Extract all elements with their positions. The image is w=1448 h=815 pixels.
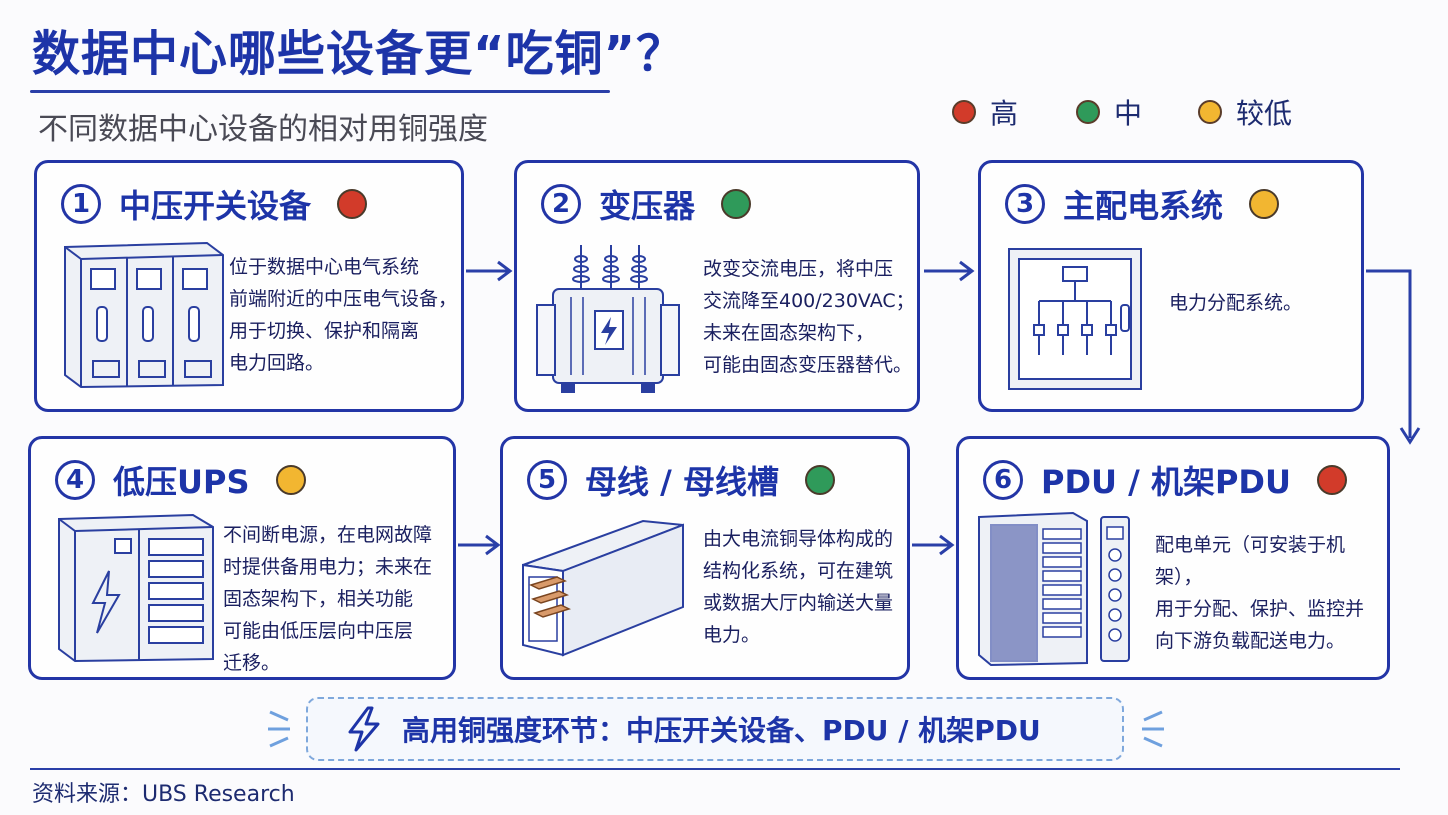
legend-dot-medium bbox=[1076, 100, 1100, 124]
footer-divider bbox=[30, 768, 1400, 770]
summary-text: 高用铜强度环节：中压开关设备、PDU / 机架PDU bbox=[402, 714, 1041, 747]
card-low-voltage-ups: 4 低压UPS 不间断电源，在电网故障 时提供备用电力；未来在 固态架构下，相关… bbox=[28, 436, 456, 680]
page-title: 数据中心哪些设备更“吃铜”？ bbox=[32, 26, 686, 82]
step-number: 6 bbox=[983, 460, 1023, 500]
legend-item-medium: 中 bbox=[1076, 96, 1142, 130]
transformer-icon bbox=[536, 245, 680, 393]
copper-level-dot bbox=[721, 189, 752, 219]
card-title: PDU / 机架PDU bbox=[1041, 463, 1291, 501]
step-number: 5 bbox=[527, 460, 567, 500]
page-subtitle: 不同数据中心设备的相对用铜强度 bbox=[38, 112, 488, 147]
card-description: 电力分配系统。 bbox=[1169, 292, 1303, 314]
step-number: 2 bbox=[541, 184, 581, 224]
emphasis-marks-right bbox=[1142, 710, 1164, 748]
copper-level-dot bbox=[337, 189, 368, 219]
card-transformer: 2 变压器 改变交流电压，将中压 交流降至400/230VAC； 未来在固态架构… bbox=[514, 160, 920, 412]
card-description: 不间断电源，在电网故障 时提供备用电力；未来在 固态架构下，相关功能 可能由低压… bbox=[223, 524, 433, 674]
card-main-distribution: 3 主配电系统 电力分配系统。 bbox=[978, 160, 1364, 412]
card-pdu: 6 PDU / 机架PDU 配电单元（可安装于机架）， 用于分配、保护、监控并 … bbox=[956, 436, 1390, 680]
step-number: 1 bbox=[61, 184, 101, 224]
source-note: 资料来源：UBS Research bbox=[32, 782, 295, 807]
copper-level-dot bbox=[1316, 465, 1347, 495]
lightning-bolt-icon bbox=[348, 706, 380, 752]
legend-label-high: 高 bbox=[990, 97, 1019, 130]
copper-level-dot bbox=[1249, 189, 1280, 219]
summary-box: 高用铜强度环节：中压开关设备、PDU / 机架PDU bbox=[306, 697, 1124, 761]
card-title: 中压开关设备 bbox=[119, 187, 312, 225]
flow-arrow-1-2 bbox=[466, 260, 513, 282]
card-title: 变压器 bbox=[599, 187, 696, 225]
step-number: 4 bbox=[55, 460, 95, 500]
step-number: 3 bbox=[1005, 184, 1045, 224]
copper-level-dot bbox=[804, 465, 835, 495]
ups-icon bbox=[58, 513, 214, 663]
busbar-trunking-icon bbox=[522, 519, 684, 657]
card-title: 母线 / 母线槽 bbox=[585, 463, 779, 501]
card-title: 低压UPS bbox=[113, 463, 250, 501]
emphasis-marks-left bbox=[268, 710, 290, 748]
legend-label-medium: 中 bbox=[1114, 97, 1143, 130]
switchgear-icon bbox=[64, 241, 224, 389]
pdu-rack-icon bbox=[978, 511, 1130, 667]
legend-dot-high bbox=[952, 100, 976, 124]
card-title: 主配电系统 bbox=[1063, 187, 1224, 225]
card-medium-voltage-switchgear: 1 中压开关设备 位于数据中心电气系统 前端附近的中压电气设备， 用于切换、保护… bbox=[34, 160, 464, 412]
flow-arrow-5-6 bbox=[912, 534, 955, 556]
card-description: 由大电流铜导体构成的 结构化系统，可在建筑 或数据大厅内输送大量 电力。 bbox=[703, 528, 894, 646]
flow-arrow-4-5 bbox=[458, 534, 501, 556]
card-description: 配电单元（可安装于机架）， 用于分配、保护、监控并 向下游负载配送电力。 bbox=[1155, 534, 1365, 652]
legend-label-low: 较低 bbox=[1236, 97, 1293, 130]
legend-item-low: 较低 bbox=[1198, 96, 1292, 130]
copper-level-dot bbox=[275, 465, 306, 495]
card-busbar: 5 母线 / 母线槽 由大电流铜导体构成的 结构化系统，可在建筑 或数据大厅内输… bbox=[500, 436, 910, 680]
flow-arrow-2-3 bbox=[924, 260, 975, 282]
flow-arrow-3-6 bbox=[1366, 269, 1421, 445]
card-description: 改变交流电压，将中压 交流降至400/230VAC； 未来在固态架构下， 可能由… bbox=[703, 258, 915, 376]
legend-dot-low bbox=[1198, 100, 1222, 124]
distribution-panel-icon bbox=[1008, 248, 1142, 390]
title-underline bbox=[30, 90, 610, 93]
legend-item-high: 高 bbox=[952, 96, 1018, 130]
card-description: 位于数据中心电气系统 前端附近的中压电气设备， 用于切换、保护和隔离 电力回路。 bbox=[229, 256, 458, 374]
